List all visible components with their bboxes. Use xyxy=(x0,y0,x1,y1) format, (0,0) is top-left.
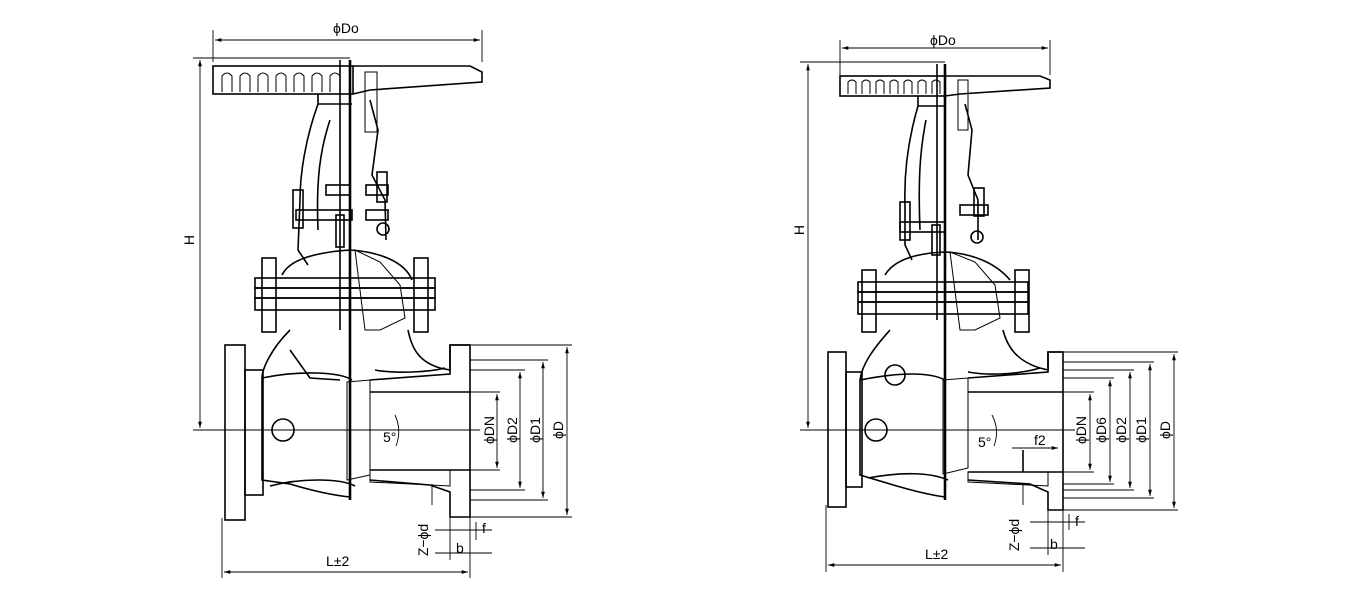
right-h-label: H xyxy=(791,225,807,235)
left-angle-mark: 5° xyxy=(355,414,480,447)
right-zd-label: Z−ϕd xyxy=(1006,519,1022,551)
left-d2-label: ϕD2 xyxy=(504,417,520,443)
left-zd-label: Z−ϕd xyxy=(415,524,431,556)
right-b-label: b xyxy=(1050,536,1058,552)
left-d1-label: ϕD1 xyxy=(527,417,543,443)
left-do-label: ϕDo xyxy=(333,20,359,36)
left-diameter-dimensions: ϕDN ϕD2 ϕD1 ϕD xyxy=(470,344,572,518)
right-angle-label: 5° xyxy=(978,434,991,450)
right-bottom-dimensions: f b Z−ϕd L±2 xyxy=(828,484,1085,572)
left-bonnet xyxy=(254,249,436,333)
right-do-label: ϕDo xyxy=(930,32,956,48)
left-h-label: H xyxy=(181,235,197,245)
right-do-dimension: ϕDo xyxy=(839,32,1051,75)
left-outlet-spigot xyxy=(346,344,471,518)
right-bonnet xyxy=(857,251,1030,333)
left-f-label: f xyxy=(482,520,486,536)
left-l-label: L±2 xyxy=(326,553,349,569)
left-bottom-dimensions: f b Z−ϕd L±2 xyxy=(224,484,492,578)
right-valve-drawing: ϕDo H xyxy=(791,32,1178,572)
right-body xyxy=(859,329,1063,498)
right-l-label: L±2 xyxy=(925,546,948,562)
left-yoke xyxy=(292,99,390,266)
right-d2-label: ϕD2 xyxy=(1113,417,1129,443)
right-d6-label: ϕD6 xyxy=(1093,417,1109,443)
right-d-label: ϕD xyxy=(1157,421,1173,439)
left-valve-drawing: ϕDo H xyxy=(181,20,572,578)
left-inlet-flange xyxy=(221,344,295,578)
right-d1-label: ϕD1 xyxy=(1133,417,1149,443)
left-body xyxy=(261,329,470,498)
right-outlet xyxy=(942,351,1064,511)
right-h-dimension: H xyxy=(791,61,1075,431)
left-dn-label: ϕDN xyxy=(481,416,497,444)
right-inlet-flange xyxy=(825,351,888,572)
left-angle-label: 5° xyxy=(383,429,396,445)
left-b-label: b xyxy=(456,540,464,556)
left-handwheel xyxy=(212,65,483,133)
right-yoke xyxy=(899,103,989,261)
right-f2-label: f2 xyxy=(1034,432,1046,448)
left-d-label: ϕD xyxy=(550,421,566,439)
right-angle-mark: 5° f2 xyxy=(950,414,1075,450)
right-diameter-dimensions: ϕDN ϕD6 ϕD2 ϕD1 ϕD xyxy=(1063,351,1178,511)
right-dn-label: ϕDN xyxy=(1073,416,1089,444)
left-do-dimension: ϕDo xyxy=(212,20,483,62)
right-f-label: f xyxy=(1075,513,1079,529)
